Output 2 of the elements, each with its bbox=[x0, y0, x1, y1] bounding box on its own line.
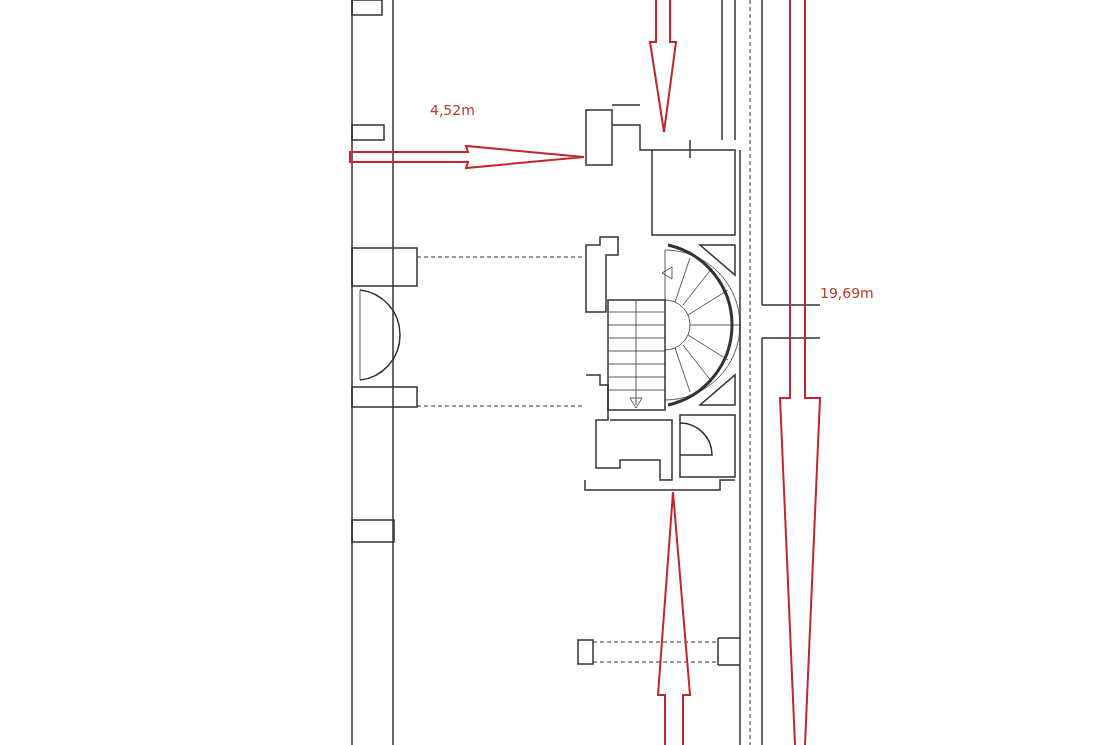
dimension-label: 4,52m bbox=[430, 102, 475, 118]
dimension-label: 19,69m bbox=[820, 285, 874, 301]
